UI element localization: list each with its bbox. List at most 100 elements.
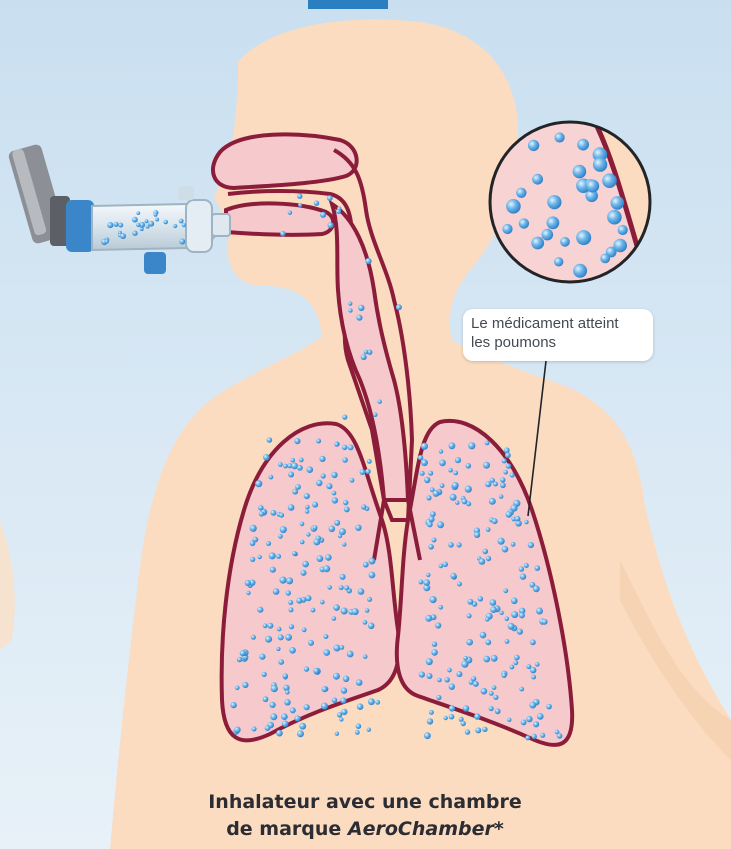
medication-particle bbox=[332, 491, 337, 496]
medication-particle bbox=[430, 596, 437, 603]
medication-particle bbox=[486, 556, 491, 561]
medication-particle bbox=[461, 721, 466, 726]
medication-particle bbox=[547, 195, 561, 209]
medication-particle bbox=[343, 676, 349, 682]
medication-particle bbox=[530, 667, 536, 673]
medication-particle bbox=[356, 723, 362, 729]
medication-particle bbox=[253, 537, 259, 543]
medication-particle bbox=[593, 157, 607, 171]
medication-particle bbox=[250, 557, 255, 562]
medication-particle bbox=[285, 690, 290, 695]
medication-particle bbox=[348, 308, 352, 312]
medication-particle bbox=[313, 539, 320, 546]
medication-particle bbox=[246, 591, 250, 595]
medication-particle bbox=[365, 608, 370, 613]
medication-particle bbox=[323, 565, 330, 572]
medication-particle bbox=[286, 590, 291, 595]
medication-particle bbox=[490, 599, 497, 606]
medication-particle bbox=[282, 673, 288, 679]
medication-particle bbox=[257, 607, 263, 613]
medication-particle bbox=[326, 483, 332, 489]
medication-particle bbox=[291, 463, 298, 470]
medication-particle bbox=[485, 617, 490, 622]
medication-particle bbox=[250, 525, 257, 532]
medication-particle bbox=[313, 525, 318, 530]
medication-particle bbox=[367, 459, 372, 464]
medication-particle bbox=[531, 675, 536, 680]
medication-particle bbox=[333, 604, 340, 611]
medication-particle bbox=[486, 527, 491, 532]
medication-particle bbox=[339, 645, 344, 650]
medication-particle bbox=[466, 639, 473, 646]
medication-particle bbox=[145, 219, 149, 223]
medication-particle bbox=[136, 211, 140, 215]
medication-particle bbox=[466, 463, 472, 469]
medication-particle bbox=[276, 730, 283, 737]
medication-particle bbox=[508, 623, 515, 630]
medication-particle bbox=[505, 452, 511, 458]
medication-particle bbox=[448, 468, 453, 473]
callout-line-1: Le médicament atteint bbox=[471, 314, 645, 333]
medication-particle bbox=[294, 438, 300, 444]
medication-particle bbox=[511, 611, 518, 618]
medication-particle bbox=[429, 516, 435, 522]
medication-particle bbox=[327, 195, 333, 201]
medication-particle bbox=[506, 463, 511, 468]
medication-particle bbox=[490, 606, 497, 613]
medication-particle bbox=[148, 221, 154, 227]
medication-particle bbox=[483, 549, 489, 555]
medication-particle bbox=[316, 480, 322, 486]
medication-particle bbox=[344, 507, 350, 513]
medication-particle bbox=[259, 654, 265, 660]
medication-particle bbox=[331, 472, 337, 478]
medication-particle bbox=[437, 678, 442, 683]
medication-particle bbox=[308, 640, 314, 646]
medication-particle bbox=[452, 482, 459, 489]
medication-particle bbox=[298, 203, 302, 207]
medication-particle bbox=[267, 623, 273, 629]
medication-particle bbox=[540, 733, 545, 738]
medication-particle bbox=[532, 174, 543, 185]
medication-particle bbox=[557, 733, 563, 739]
medication-particle bbox=[478, 596, 483, 601]
medication-particle bbox=[611, 196, 625, 210]
medication-particle bbox=[285, 634, 292, 641]
medication-particle bbox=[430, 511, 436, 517]
medication-particle bbox=[467, 599, 473, 605]
medication-particle bbox=[258, 505, 264, 511]
medication-particle bbox=[503, 588, 508, 593]
medication-particle bbox=[489, 691, 494, 696]
caption-prefix: de marque bbox=[226, 818, 348, 840]
medication-particle bbox=[296, 598, 302, 604]
medication-particle bbox=[437, 521, 444, 528]
medication-particle bbox=[299, 723, 306, 730]
medication-particle bbox=[280, 526, 287, 533]
medication-particle bbox=[295, 715, 301, 721]
medication-particle bbox=[335, 732, 339, 736]
medication-particle bbox=[265, 725, 271, 731]
medication-particle bbox=[455, 501, 459, 505]
medication-particle bbox=[300, 522, 305, 527]
medication-particle bbox=[368, 623, 375, 630]
medication-particle bbox=[373, 412, 378, 417]
medication-particle bbox=[519, 218, 529, 228]
medication-particle bbox=[510, 665, 515, 670]
medication-particle bbox=[607, 210, 622, 225]
medication-particle bbox=[332, 697, 338, 703]
medication-particle bbox=[499, 611, 503, 615]
medication-particle bbox=[368, 698, 375, 705]
medication-particle bbox=[482, 727, 487, 732]
medication-particle bbox=[510, 473, 515, 478]
caption-line-1: Inhalateur avec une chambre bbox=[150, 789, 580, 816]
medication-particle bbox=[286, 577, 293, 584]
medication-particle bbox=[289, 647, 296, 654]
medication-particle bbox=[420, 471, 425, 476]
medication-particle bbox=[433, 490, 440, 497]
callout-line-2: les poumons bbox=[471, 333, 645, 352]
medication-particle bbox=[284, 699, 290, 705]
medication-particle bbox=[535, 662, 540, 667]
medication-particle bbox=[537, 713, 544, 720]
medication-particle bbox=[153, 213, 157, 217]
medication-particle bbox=[525, 735, 530, 740]
medication-particle bbox=[449, 714, 455, 720]
